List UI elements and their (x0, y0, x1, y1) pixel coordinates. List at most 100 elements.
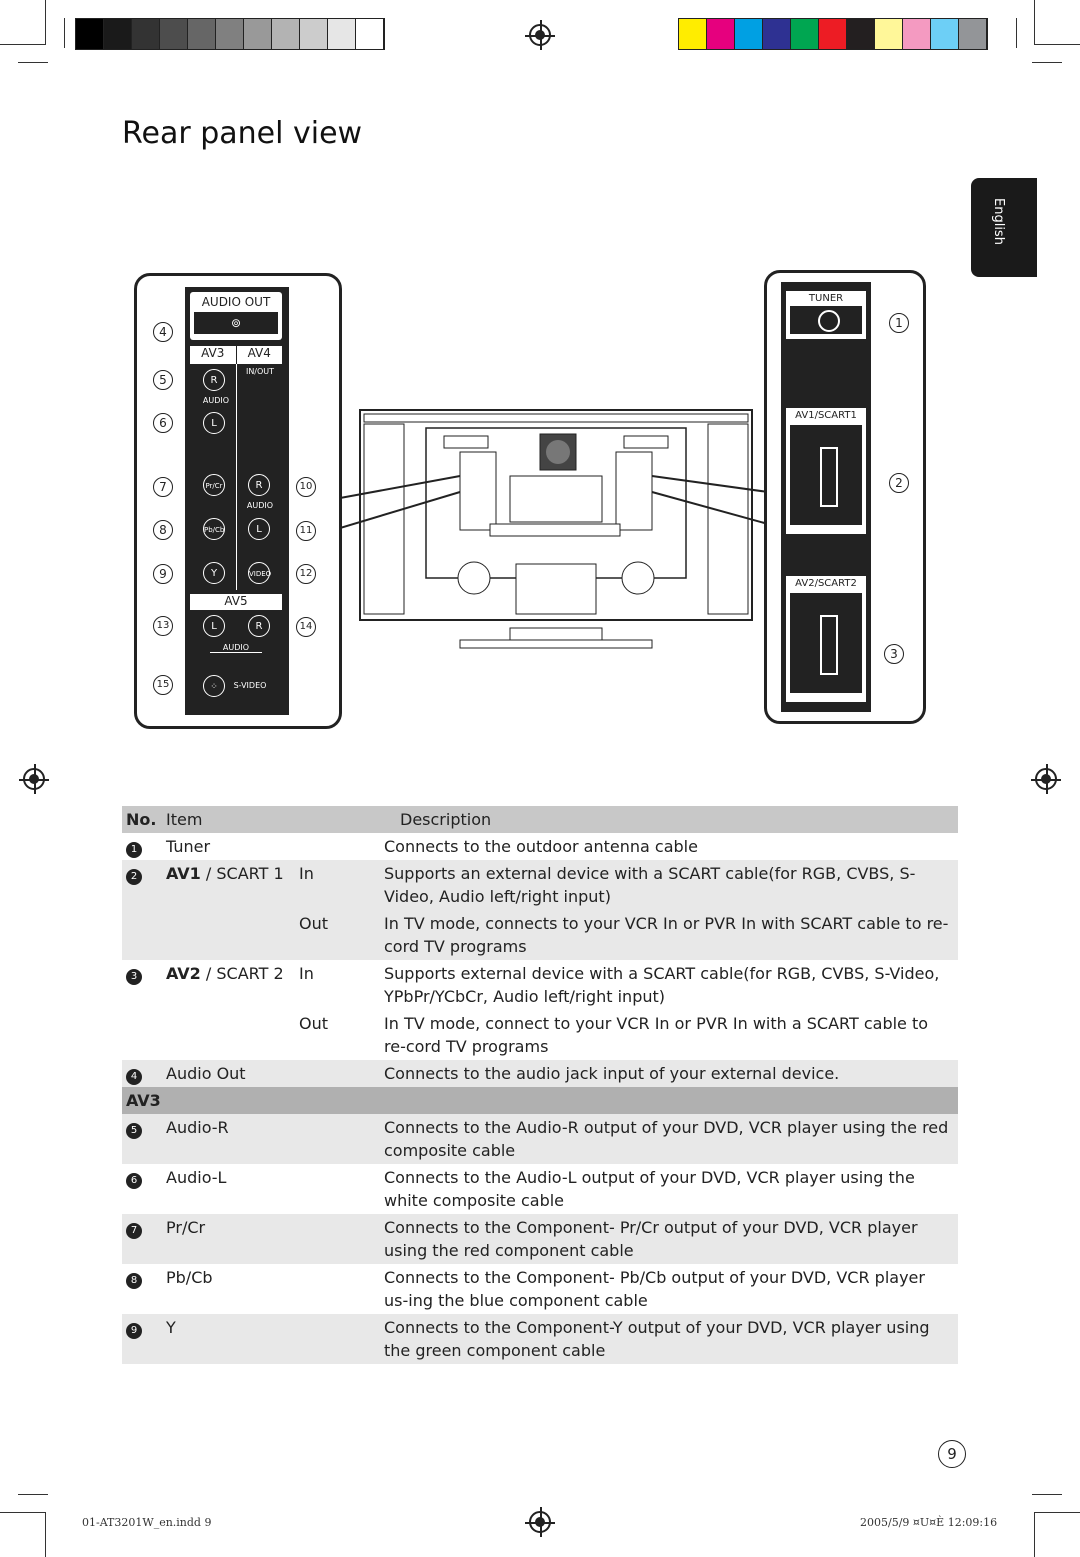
row-number: 9 (126, 1323, 142, 1339)
svideo-label: S-VIDEO (233, 681, 267, 690)
row-description: Connects to the audio jack input of your… (380, 1060, 958, 1087)
row-description: Connects to the Component- Pb/Cb output … (384, 1268, 925, 1310)
color-swatch (300, 19, 328, 49)
row-number: 3 (126, 969, 142, 985)
crop-mark (0, 1512, 45, 1513)
crop-mark (45, 0, 46, 45)
section-row: AV3 (122, 1087, 958, 1114)
registration-mark-icon (1031, 764, 1061, 794)
color-swatch (328, 19, 356, 49)
av4-audio-r-jack: R (248, 474, 270, 496)
color-swatch (875, 19, 903, 49)
row-item: Audio Out (166, 1064, 246, 1083)
table-row: 9 Y Connects to the Component-Y output of … (122, 1314, 958, 1364)
color-swatch (216, 19, 244, 49)
pbcb-jack: Pb/Cb (203, 518, 225, 540)
row-sub: In (299, 964, 314, 983)
row-sub: Out (295, 910, 380, 960)
table-row: 8 Pb/Cb Connects to the Component- Pb/Cb o… (122, 1264, 958, 1314)
video-jack: VIDEO (248, 562, 271, 584)
color-swatch (903, 19, 931, 49)
row-number: 7 (126, 1223, 142, 1239)
row-description: Connects to the Audio-R output of your D… (380, 1114, 958, 1164)
row-description: Supports an external device with a SCART… (380, 860, 958, 910)
audio-out-jack: ⊚ (194, 312, 278, 334)
row-sub (295, 1060, 380, 1087)
process-color-bar (678, 18, 988, 50)
row-number: 1 (126, 842, 142, 858)
row-item: Pb/Cb (166, 1268, 213, 1287)
row-description: Connects to the Component- Pr/Cr output … (380, 1214, 958, 1264)
callout-8: 8 (153, 520, 173, 540)
crop-mark (1032, 62, 1062, 63)
color-swatch (188, 19, 216, 49)
audio-out-box: AUDIO OUT ⊚ (190, 292, 282, 340)
row-item-bold: AV1 (166, 864, 201, 883)
row-description: Connects to the outdoor antenna cable (384, 837, 698, 856)
header-description: Description (380, 806, 958, 833)
color-swatch (679, 19, 707, 49)
tuner-connector (790, 306, 862, 334)
av2-label: AV2/SCART2 (795, 578, 857, 589)
prcr-jack: Pr/Cr (203, 474, 225, 496)
row-item-bold: AV2 (166, 964, 201, 983)
callout-2: 2 (889, 473, 909, 493)
scart1-connector (790, 425, 862, 525)
callout-7: 7 (153, 477, 173, 497)
row-item: Y (166, 1318, 176, 1337)
color-swatch (244, 19, 272, 49)
table-header: No. Item Description (122, 806, 958, 833)
crop-mark (1032, 1494, 1062, 1495)
crop-mark (1035, 1512, 1080, 1513)
tuner-label: TUNER (808, 293, 844, 304)
crop-mark (18, 1494, 48, 1495)
crop-mark (1034, 0, 1035, 45)
row-item: Audio-L (166, 1168, 227, 1187)
color-swatch (959, 19, 987, 49)
row-sub (295, 833, 380, 860)
callout-4: 4 (153, 322, 173, 342)
row-description: In TV mode, connect to your VCR In or PV… (384, 1014, 929, 1056)
crop-mark (1035, 44, 1080, 45)
color-swatch (132, 19, 160, 49)
color-swatch (931, 19, 959, 49)
av5-label: AV5 (224, 594, 248, 608)
language-tab-label: English (991, 198, 1006, 245)
language-tab: English (971, 178, 1037, 277)
av5-audio-label: AUDIO (210, 643, 262, 653)
row-number: 4 (126, 1069, 142, 1085)
row-description: Connects to the Component-Y output of yo… (380, 1314, 958, 1364)
row-number: 8 (126, 1273, 142, 1289)
registration-mark-icon (525, 1507, 555, 1537)
tuner-box: TUNER (786, 291, 866, 339)
audio-label: AUDIO (202, 396, 230, 405)
callout-9: 9 (153, 564, 173, 584)
color-swatch (791, 19, 819, 49)
row-number: 2 (126, 869, 142, 885)
av4-audio-label: AUDIO (246, 501, 274, 510)
table-row: 4 Audio Out Connects to the audio jack inp… (122, 1060, 958, 1087)
row-description: Connects to the Audio-L output of your D… (384, 1168, 915, 1210)
av5-box: AV5 (190, 594, 282, 610)
crop-mark (18, 62, 48, 63)
crop-mark (0, 44, 45, 45)
row-item: / SCART 1 (200, 864, 284, 883)
color-swatch (104, 19, 132, 49)
av3-label: AV3 (190, 346, 237, 364)
row-description: In TV mode, connects to your VCR In or P… (380, 910, 958, 960)
av2-box: AV2/SCART2 (786, 576, 866, 702)
page-title: Rear panel view (122, 116, 363, 151)
av4-audio-l-jack: L (248, 518, 270, 540)
row-sub: Out (299, 1014, 329, 1033)
color-swatch (76, 19, 104, 49)
section-label: AV3 (122, 1087, 958, 1114)
callout-11: 11 (296, 521, 316, 541)
callout-5: 5 (153, 370, 173, 390)
